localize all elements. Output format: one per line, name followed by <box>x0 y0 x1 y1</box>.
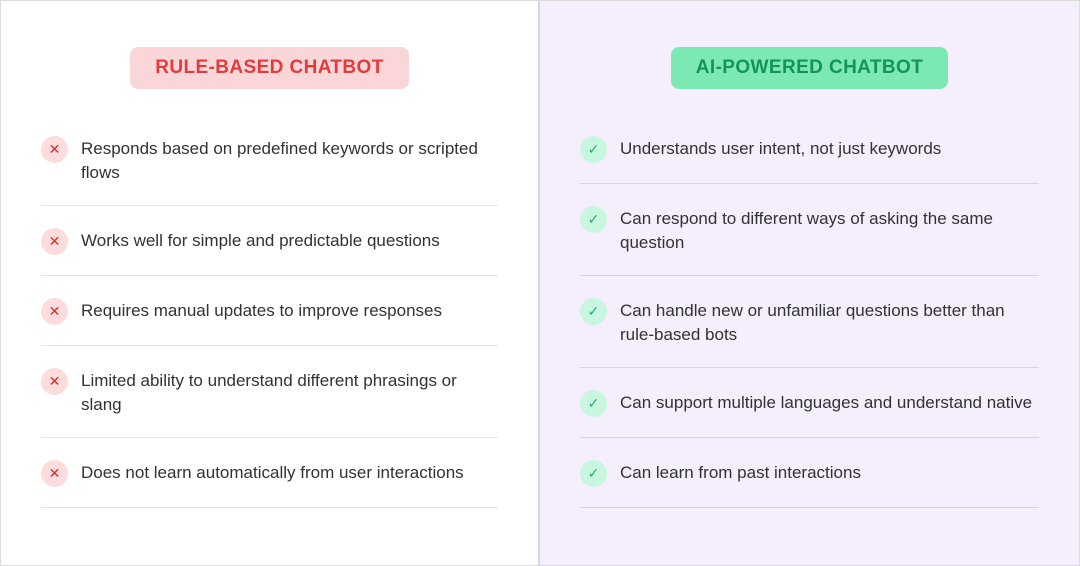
list-item-text: Requires manual updates to improve respo… <box>81 301 442 320</box>
ai-powered-badge-wrap: AI-POWERED CHATBOT <box>580 47 1039 89</box>
list-item: ✓ Can support multiple languages and unde… <box>580 368 1039 438</box>
list-item-text: Responds based on predefined keywords or… <box>81 139 478 182</box>
cross-icon: ✕ <box>41 228 68 255</box>
list-item-text: Limited ability to understand different … <box>81 371 457 414</box>
check-icon: ✓ <box>580 206 607 233</box>
check-icon: ✓ <box>580 136 607 163</box>
ai-powered-badge: AI-POWERED CHATBOT <box>670 47 949 89</box>
list-item-text: Can respond to different ways of asking … <box>620 209 993 252</box>
rule-based-feature-list: ✕ Responds based on predefined keywords o… <box>41 136 498 508</box>
list-item: ✕ Requires manual updates to improve resp… <box>41 276 498 346</box>
list-item: ✓ Can respond to different ways of asking… <box>580 184 1039 276</box>
cross-icon: ✕ <box>41 460 68 487</box>
list-item: ✕ Does not learn automatically from user … <box>41 438 498 508</box>
list-item: ✕ Works well for simple and predictable q… <box>41 206 498 276</box>
rule-based-badge-wrap: RULE-BASED CHATBOT <box>41 47 498 89</box>
list-item: ✕ Responds based on predefined keywords o… <box>41 136 498 206</box>
list-item: ✓ Understands user intent, not just keywo… <box>580 136 1039 184</box>
list-item-text: Can learn from past interactions <box>620 463 861 482</box>
list-item-text: Works well for simple and predictable qu… <box>81 231 440 250</box>
list-item-text: Does not learn automatically from user i… <box>81 463 464 482</box>
rule-based-badge: RULE-BASED CHATBOT <box>130 47 409 89</box>
check-icon: ✓ <box>580 298 607 325</box>
list-item: ✓ Can handle new or unfamiliar questions … <box>580 276 1039 368</box>
list-item-text: Understands user intent, not just keywor… <box>620 139 942 158</box>
list-item-text: Can support multiple languages and under… <box>620 393 1033 412</box>
cross-icon: ✕ <box>41 368 68 395</box>
cross-icon: ✕ <box>41 298 68 325</box>
rule-based-panel: RULE-BASED CHATBOT ✕ Responds based on pr… <box>1 1 540 565</box>
check-icon: ✓ <box>580 460 607 487</box>
cross-icon: ✕ <box>41 136 68 163</box>
list-item: ✓ Can learn from past interactions <box>580 438 1039 508</box>
list-item-text: Can handle new or unfamiliar questions b… <box>620 301 1005 344</box>
ai-powered-feature-list: ✓ Understands user intent, not just keywo… <box>580 136 1039 508</box>
ai-powered-panel: AI-POWERED CHATBOT ✓ Understands user int… <box>540 1 1079 565</box>
check-icon: ✓ <box>580 390 607 417</box>
list-item: ✕ Limited ability to understand different… <box>41 346 498 438</box>
